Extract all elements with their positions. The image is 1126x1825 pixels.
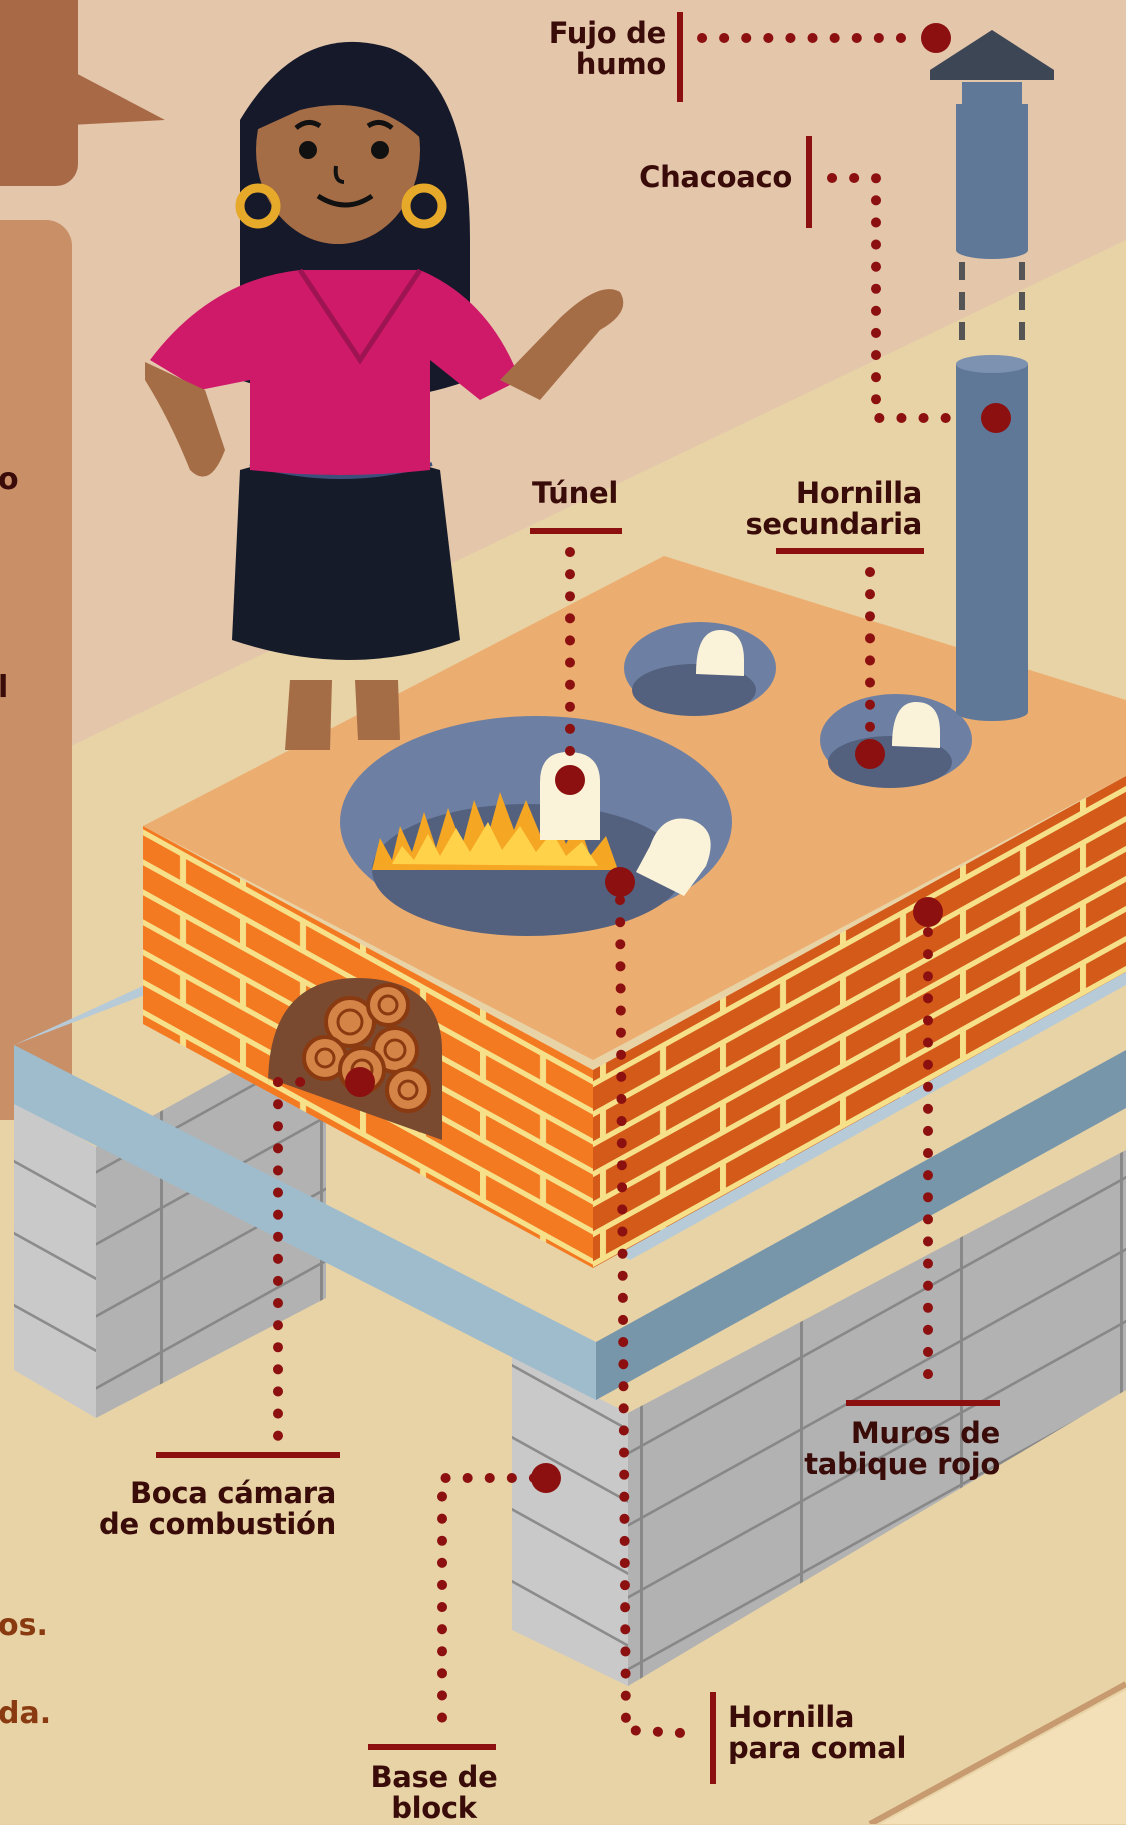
label-boca-line-1: Boca cámara xyxy=(60,1478,336,1509)
label-tunel: Túnel xyxy=(500,478,650,509)
left-fragment-1: o xyxy=(0,462,19,497)
label-base-block: Base de block xyxy=(352,1762,516,1824)
chimney-pipe-upper xyxy=(956,104,1028,250)
label-comal-line-2: para comal xyxy=(728,1733,958,1764)
left-fragment-3: os. xyxy=(0,1608,48,1643)
label-base-line-2: block xyxy=(352,1793,516,1824)
chimney-cap-stem xyxy=(962,82,1022,112)
left-panel-info xyxy=(0,220,72,1120)
label-hornilla-comal: Hornilla para comal xyxy=(728,1702,958,1764)
label-hornilla-sec-line-2: secundaria xyxy=(700,509,922,540)
label-muros-line-2: tabique rojo xyxy=(760,1449,1000,1480)
label-boca-line-2: de combustión xyxy=(60,1509,336,1540)
label-chacoaco: Chacoaco xyxy=(560,162,792,193)
left-panel-top xyxy=(0,0,78,186)
label-boca-camara: Boca cámara de combustión xyxy=(60,1478,336,1540)
label-hornilla-secundaria: Hornilla secundaria xyxy=(700,478,922,540)
left-fragment-2: l xyxy=(0,670,8,705)
label-muros-tabique: Muros de tabique rojo xyxy=(760,1418,1000,1480)
label-hornilla-sec-line-1: Hornilla xyxy=(700,478,922,509)
label-muros-line-1: Muros de xyxy=(760,1418,1000,1449)
block-left-leg-front xyxy=(14,1100,96,1418)
label-comal-line-1: Hornilla xyxy=(728,1702,958,1733)
block-right-front xyxy=(512,1355,628,1686)
label-flujo-line-2: humo xyxy=(480,49,666,80)
left-fragment-4: da. xyxy=(0,1696,51,1731)
label-flujo-de-humo: Fujo de humo xyxy=(480,18,666,80)
label-base-line-1: Base de xyxy=(352,1762,516,1793)
label-flujo-line-1: Fujo de xyxy=(480,18,666,49)
